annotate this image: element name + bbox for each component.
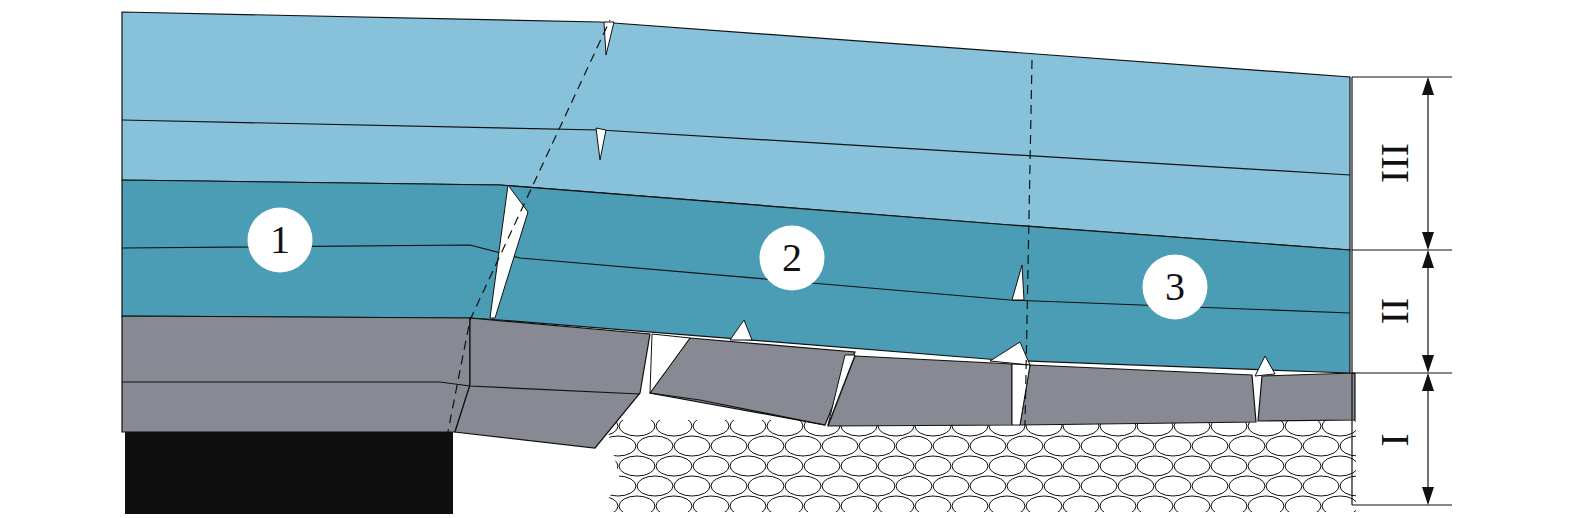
fracture [730,320,752,340]
fracture-line [1025,60,1032,425]
arrowhead [1422,487,1434,505]
dimension-arrow [1427,252,1428,371]
dimension-tick [1352,76,1452,77]
arrowhead [1422,77,1434,95]
layer-boundary [122,382,640,394]
zone-label: III [1375,143,1415,183]
fracture [596,128,606,160]
callout-number: 3 [1165,267,1185,307]
arrowhead [1422,232,1434,250]
immediate-roof-block [1020,365,1256,425]
fracture [490,185,528,318]
immediate-roof-block [455,318,650,448]
dimension-arrow [1427,79,1428,248]
fracture-line [438,20,610,482]
immediate-roof-block [122,316,470,432]
callout-circle: 2 [759,225,825,291]
dimension-arrow [1427,375,1428,503]
fracture [604,22,614,55]
coal-seam [125,432,453,514]
dimension-tick [1352,249,1452,250]
fracture [1012,364,1030,425]
caved-rock [582,416,1376,516]
dimension-tick [1352,504,1452,505]
immediate-roof-block [1258,373,1355,421]
fracture [650,334,690,393]
arrowhead [1422,355,1434,373]
zone-label: I [1375,433,1415,446]
arrowhead [1422,373,1434,391]
dimension-line [1351,77,1352,505]
layer-boundary [650,393,825,425]
zone-label: II [1375,298,1415,325]
dimension-tick [1352,372,1452,373]
fracture [990,342,1030,365]
fracture [828,355,855,425]
fracture [1012,265,1024,300]
callout-number: 2 [782,238,802,278]
callout-number: 1 [270,220,290,260]
layer-boundary [122,120,1350,175]
immediate-roof-block [828,356,1012,426]
callout-circle: 1 [247,207,313,273]
arrowhead [1422,250,1434,268]
fracture [1255,356,1275,376]
callout-circle: 3 [1142,254,1208,320]
